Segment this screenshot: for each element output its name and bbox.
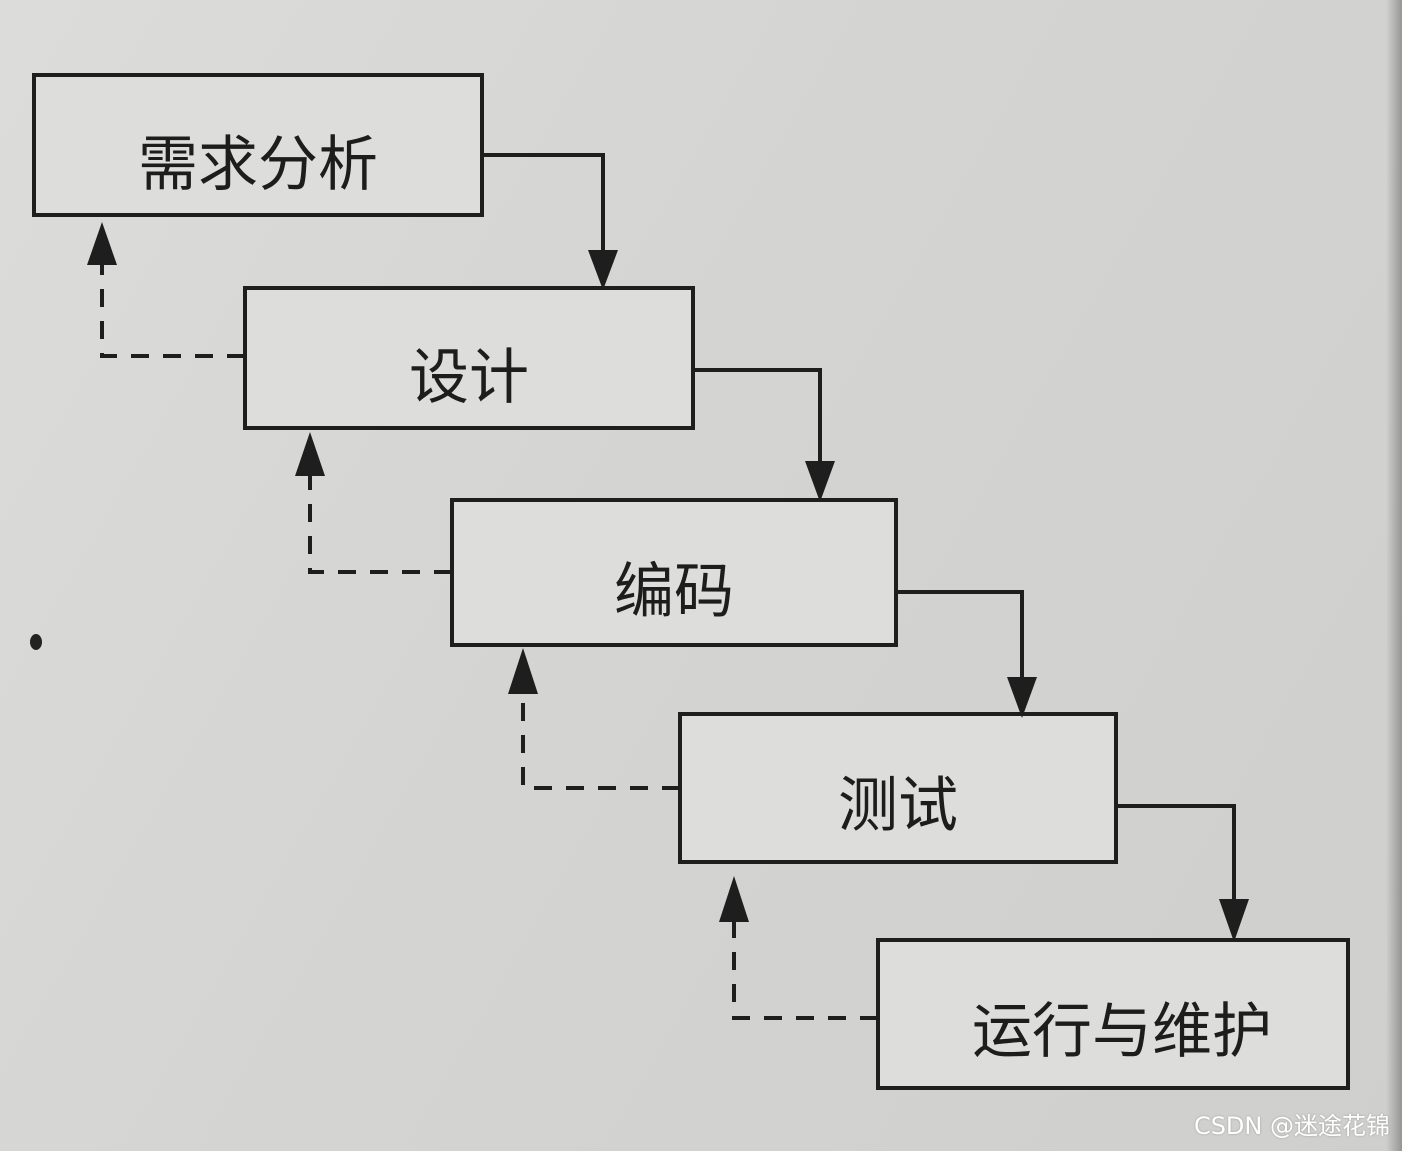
feedback-arrow-2 xyxy=(295,432,452,574)
stage-requirements-analysis: 需求分析 xyxy=(32,73,484,217)
stage-label: 需求分析 xyxy=(138,130,378,200)
flow-arrow-4 xyxy=(1116,804,1249,942)
arrow-up-icon xyxy=(87,222,117,265)
feedback-arrow-1 xyxy=(87,222,245,358)
flow-arrow-3 xyxy=(896,590,1037,718)
arrow-up-icon xyxy=(719,876,749,922)
stage-box xyxy=(678,712,1118,864)
flow-arrow-1 xyxy=(482,153,618,290)
stage-coding: 编码 xyxy=(450,498,898,647)
arrow-up-icon xyxy=(295,432,325,476)
stage-label: 设计 xyxy=(409,343,529,413)
stage-operation-maintenance: 运行与维护 xyxy=(876,938,1350,1090)
stage-testing: 测试 xyxy=(678,712,1118,864)
watermark: CSDN @迷途花锦 xyxy=(1193,1112,1390,1140)
flow-arrow-2 xyxy=(693,368,835,502)
arrow-down-icon xyxy=(805,461,835,502)
stage-label: 编码 xyxy=(614,557,734,627)
arrow-up-icon xyxy=(508,648,538,694)
stage-label: 运行与维护 xyxy=(972,997,1272,1067)
page-edge-shadow xyxy=(1386,0,1402,1151)
arrow-down-icon xyxy=(588,250,618,290)
stage-label: 测试 xyxy=(838,771,958,841)
feedback-arrow-4 xyxy=(719,876,878,1020)
feedback-arrow-3 xyxy=(508,648,680,790)
stage-box xyxy=(876,938,1350,1090)
stage-box xyxy=(243,286,695,430)
arrow-down-icon xyxy=(1219,899,1249,942)
arrow-down-icon xyxy=(1007,677,1037,718)
stage-box xyxy=(32,73,484,217)
ink-speck xyxy=(30,634,42,650)
stage-design: 设计 xyxy=(243,286,695,430)
